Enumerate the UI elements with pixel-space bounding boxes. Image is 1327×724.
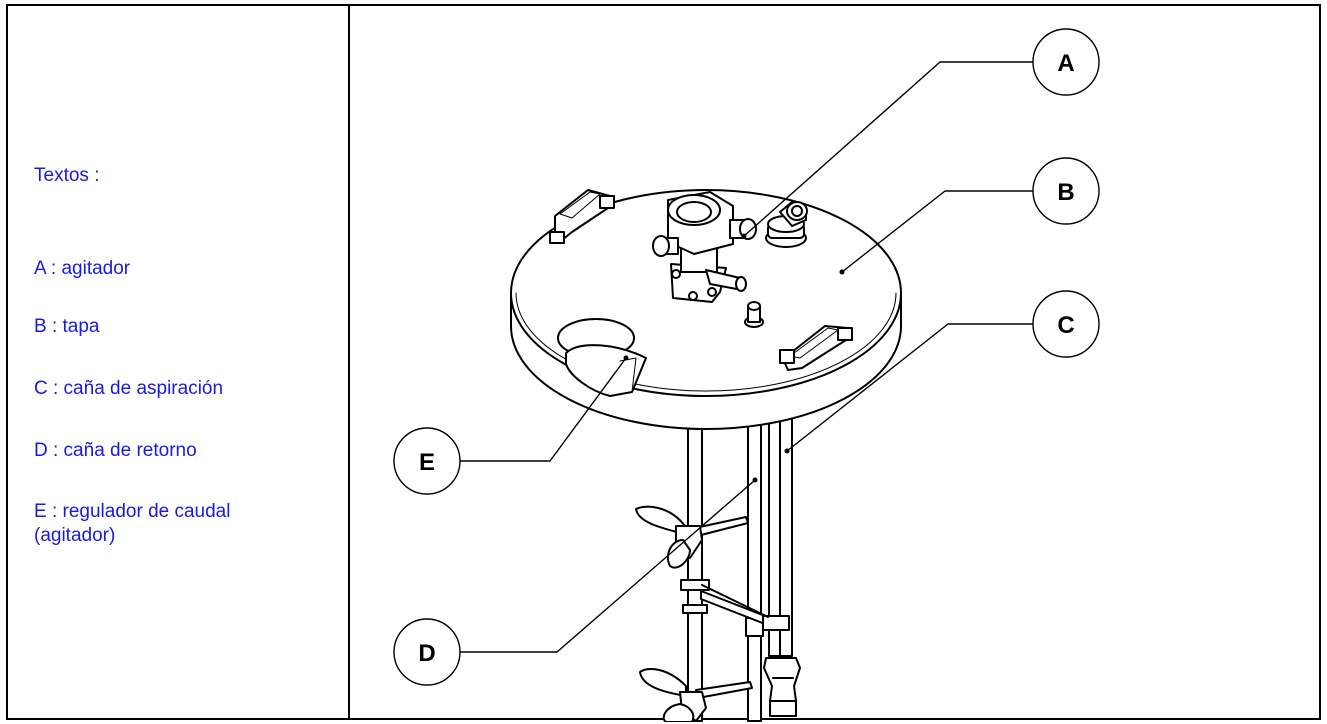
legend-item-c: C : caña de aspiración — [34, 378, 224, 399]
agitator-motor — [652, 191, 757, 303]
leader-dots — [623, 233, 845, 483]
legend-heading: Textos : — [34, 165, 100, 186]
callout-b: B — [1032, 157, 1100, 225]
callout-c-label: C — [1057, 312, 1074, 339]
legend-item-b: B : tapa — [34, 316, 100, 337]
leader-lines — [459, 61, 1034, 653]
callout-a: A — [1032, 28, 1100, 96]
legend-item-a: A : agitador — [34, 258, 131, 279]
leader-line-c — [786, 323, 1034, 452]
leader-line-a — [743, 61, 1034, 237]
figure-frame: Textos : A : agitador B : tapa C : caña … — [6, 4, 1321, 722]
agitator-drawing: A B C D E — [393, 28, 1100, 722]
legend-panel: Textos : A : agitador B : tapa C : caña … — [8, 6, 350, 718]
legend-item-d: D : caña de retorno — [34, 440, 197, 461]
upper-impeller — [635, 505, 749, 569]
agitator-shaft — [687, 400, 703, 722]
callout-e: E — [393, 427, 461, 495]
callout-d: D — [393, 618, 461, 686]
vent-knob — [744, 301, 764, 328]
leader-line-b — [841, 190, 1034, 273]
lid-fitting — [765, 201, 808, 248]
lower-impeller — [639, 668, 753, 722]
legend-item-e: E : regulador de caudal (agitador) — [34, 501, 231, 546]
callout-e-label: E — [419, 449, 435, 476]
callout-c: C — [1032, 290, 1100, 358]
drawing-panel: A B C D E — [350, 6, 1319, 722]
lid-handle-right — [779, 325, 853, 371]
suction-tube — [763, 400, 801, 717]
callout-b-label: B — [1057, 179, 1074, 206]
shaft-clamp — [680, 579, 790, 631]
leader-line-d — [459, 479, 756, 653]
callout-d-label: D — [418, 640, 435, 667]
leader-line-e — [459, 357, 627, 462]
lid-handle-left — [549, 189, 615, 244]
callout-a-label: A — [1057, 50, 1074, 77]
return-tube — [745, 400, 764, 722]
